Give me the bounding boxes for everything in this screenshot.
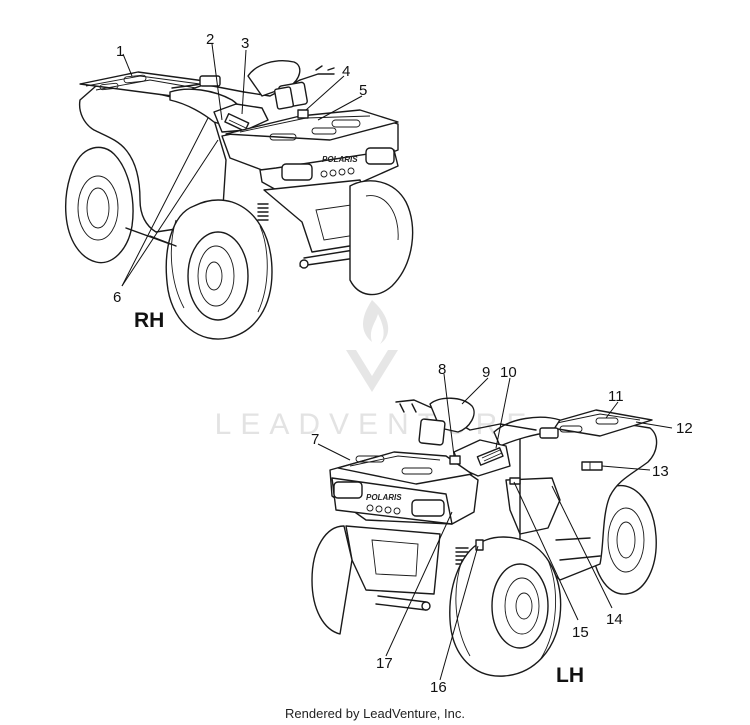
rh-front-fascia: POLARIS [259, 147, 399, 193]
callout-8: 8 [438, 361, 446, 378]
lh-front-rack [337, 451, 473, 485]
view-label-rh: RH [134, 309, 164, 332]
callout-9: 9 [482, 364, 490, 381]
callout-2: 2 [206, 31, 214, 48]
lh-decal-16 [475, 539, 484, 551]
footer-credit: Rendered by LeadVenture, Inc. [285, 706, 465, 721]
watermark-text: LEADVENTURE [215, 408, 536, 441]
rh-fuel-tank [213, 103, 269, 133]
callout-4: 4 [342, 63, 350, 80]
watermark-logo-icon [346, 300, 398, 392]
lh-decal-8 [449, 455, 461, 465]
lh-side-panel [505, 477, 561, 535]
rh-front-tire-left [165, 199, 273, 340]
lh-leaders [317, 373, 673, 681]
rh-front-tire-right [349, 180, 414, 296]
atv-lh-view: POLARIS [311, 373, 673, 681]
lh-handlebar [395, 397, 559, 446]
callout-5: 5 [359, 82, 367, 99]
callout-numbers: 1 2 3 4 5 6 7 8 9 10 11 12 13 14 15 16 1… [113, 31, 693, 696]
lh-frame [555, 537, 601, 561]
atv-rh-view: POLARIS [65, 43, 414, 340]
lh-brand-text: POLARIS [366, 493, 402, 502]
lh-front-tire-left [311, 525, 353, 635]
callout-1: 1 [116, 43, 124, 60]
lh-rear-tire [591, 484, 657, 595]
callout-6: 6 [113, 289, 121, 306]
callout-16: 16 [430, 679, 447, 696]
rh-decal-4 [297, 109, 309, 119]
view-label-lh: LH [556, 664, 584, 687]
callout-7: 7 [311, 431, 319, 448]
lh-front-tire-right [449, 536, 562, 677]
lh-rear-rack [539, 409, 653, 437]
rh-rear-fender [78, 85, 227, 233]
callout-10: 10 [500, 364, 517, 381]
callout-11: 11 [608, 388, 624, 405]
lh-decal-13 [581, 461, 603, 471]
callout-17: 17 [376, 655, 393, 672]
lh-seat [493, 416, 561, 447]
lh-front-fascia: POLARIS [331, 477, 453, 525]
callout-13: 13 [652, 463, 669, 480]
callout-15: 15 [572, 624, 589, 641]
rh-leaders [121, 43, 363, 287]
lh-decal-tank [476, 447, 504, 466]
callout-12: 12 [676, 420, 693, 437]
callout-14: 14 [606, 611, 623, 628]
rh-handlebar [171, 60, 335, 110]
rh-brand-text: POLARIS [322, 155, 358, 164]
callout-3: 3 [241, 35, 249, 52]
rh-shock [257, 203, 269, 221]
lh-rear-fender [519, 419, 658, 581]
lh-shock [455, 547, 469, 565]
rh-rear-tire [65, 146, 134, 264]
